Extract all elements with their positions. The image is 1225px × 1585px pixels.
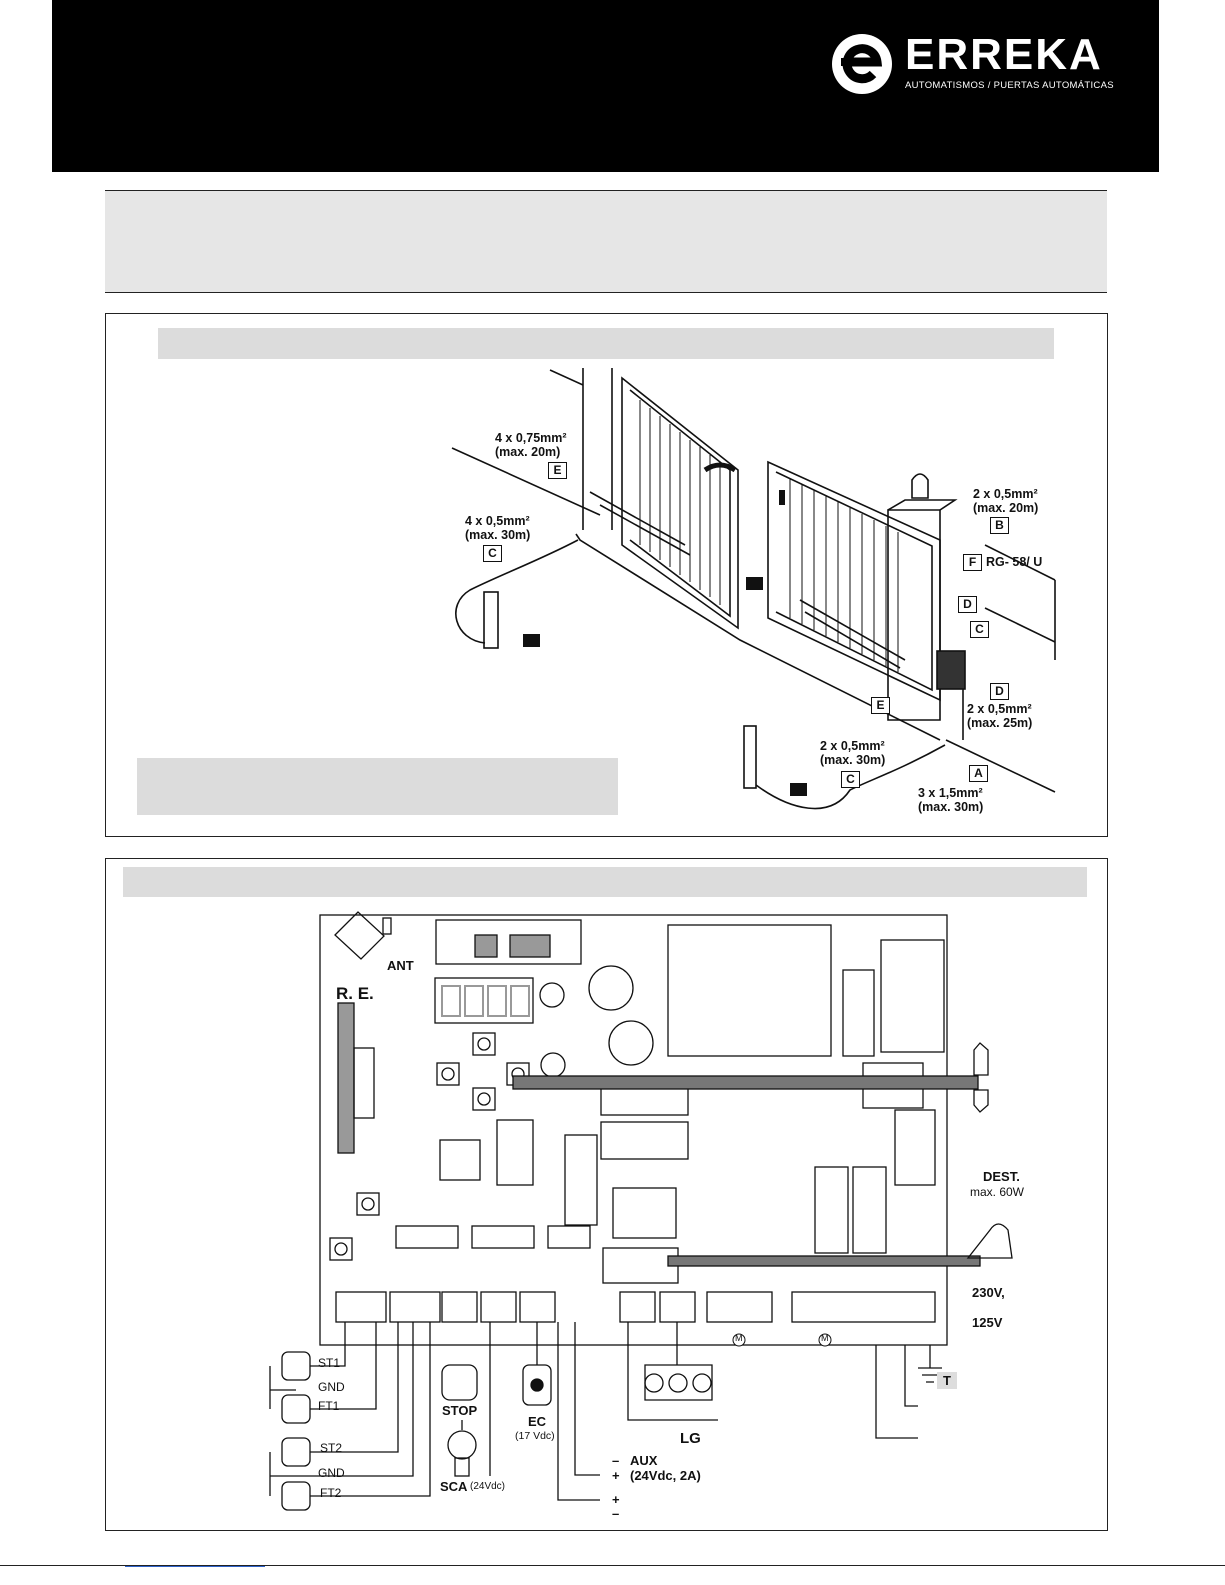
- label-re: R. E.: [336, 984, 374, 1003]
- label-motor-1: M: [735, 1333, 743, 1343]
- label-voltage-2: 125V: [972, 1315, 1003, 1330]
- label-motor-2: M: [821, 1333, 829, 1343]
- label-ft2: FT2: [320, 1486, 342, 1500]
- tag-d-key: D: [990, 683, 1009, 700]
- cable-e-length: (max. 20m): [495, 445, 561, 459]
- tag-c-bottom: C: [841, 771, 860, 788]
- label-ec: EC: [528, 1414, 547, 1429]
- label-aux-spec: (24Vdc, 2A): [630, 1468, 701, 1483]
- label-lg: LG: [680, 1430, 701, 1447]
- tag-d-top: D: [958, 596, 977, 613]
- installation-panel: [105, 313, 1108, 837]
- title-band: [105, 190, 1107, 293]
- label-aux-minus: –: [612, 1453, 620, 1468]
- label-voltage-1: 230V,: [972, 1285, 1005, 1300]
- cable-c-left-spec: 4 x 0,5mm²: [465, 514, 530, 528]
- installation-note-box: [137, 758, 618, 815]
- installation-panel-header: [158, 328, 1054, 359]
- logo-icon: [832, 34, 892, 94]
- cable-c-bottom-spec: 2 x 0,5mm²: [820, 739, 885, 753]
- label-ground: T: [937, 1372, 957, 1389]
- header-bar: [52, 0, 1159, 172]
- wiring-panel-header: [123, 867, 1087, 897]
- label-ec-voltage: (17 Vdc): [515, 1430, 555, 1442]
- tag-b: B: [990, 517, 1009, 534]
- label-ant: ANT: [387, 958, 414, 973]
- label-ft1: FT1: [318, 1399, 340, 1413]
- tag-a: A: [969, 765, 988, 782]
- cable-d-length: (max. 25m): [967, 716, 1033, 730]
- label-out-minus: –: [612, 1506, 620, 1521]
- cable-c-left-length: (max. 30m): [465, 528, 531, 542]
- gate-installation-drawing: [451, 368, 1056, 810]
- footer-link-underline[interactable]: [125, 1566, 265, 1567]
- label-aux-plus: +: [612, 1468, 620, 1483]
- brand-tagline: AUTOMATISMOS / PUERTAS AUTOMÁTICAS: [905, 80, 1114, 91]
- tag-e-top: E: [548, 462, 567, 479]
- label-gnd1: GND: [318, 1380, 345, 1394]
- cable-e-spec: 4 x 0,75mm²: [495, 431, 567, 445]
- label-out-plus: +: [612, 1492, 620, 1507]
- cable-b-length: (max. 20m): [973, 501, 1039, 515]
- tag-c-left: C: [483, 545, 502, 562]
- cable-d-spec: 2 x 0,5mm²: [967, 702, 1032, 716]
- label-st1: ST1: [318, 1356, 341, 1370]
- tag-c-right: C: [970, 621, 989, 638]
- label-gnd2: GND: [318, 1466, 345, 1480]
- label-dest: DEST.: [983, 1169, 1020, 1184]
- cable-a-length: (max. 30m): [918, 800, 984, 814]
- label-sca-voltage: (24Vdc): [470, 1481, 506, 1492]
- cable-f-spec: RG- 58/ U: [986, 555, 1043, 569]
- cable-a-spec: 3 x 1,5mm²: [918, 786, 983, 800]
- cable-b-spec: 2 x 0,5mm²: [973, 487, 1038, 501]
- tag-f: F: [963, 554, 982, 571]
- footer-rule: [0, 1565, 1225, 1566]
- cable-c-bottom-length: (max. 30m): [820, 753, 886, 767]
- label-aux: AUX: [630, 1453, 658, 1468]
- label-dest-power: max. 60W: [970, 1185, 1025, 1199]
- label-stop: STOP: [442, 1403, 478, 1418]
- brand-name: ERREKA: [905, 30, 1103, 79]
- tag-e-bottom: E: [871, 697, 890, 714]
- label-sca: SCA: [440, 1479, 468, 1494]
- label-st2: ST2: [320, 1441, 343, 1455]
- wiring-panel: [105, 858, 1108, 1531]
